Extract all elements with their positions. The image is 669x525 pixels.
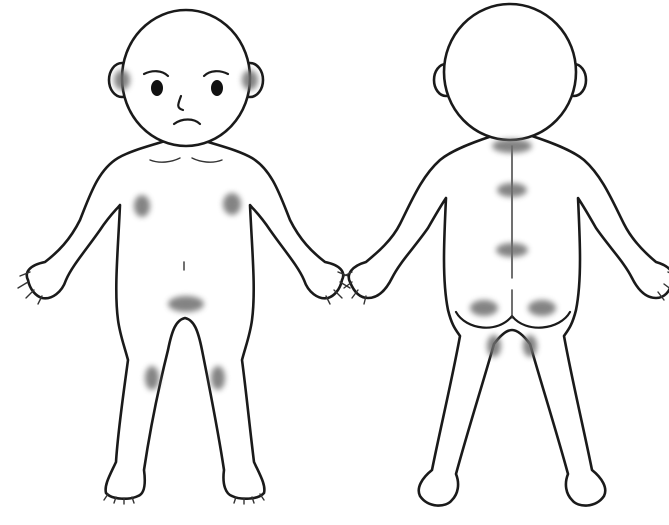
back-spot-thigh-back-left: [487, 335, 501, 357]
front-head: [122, 10, 250, 146]
back-spot-neck-back: [492, 139, 532, 153]
front-body-outline: [27, 140, 343, 499]
front-spot-cheek-right: [242, 70, 258, 90]
back-spot-upper-back: [497, 183, 527, 197]
back-spot-buttock-right: [528, 300, 556, 316]
front-spot-armpit-right: [223, 193, 241, 215]
front-view-figure: [18, 10, 350, 504]
front-left-eye: [151, 80, 163, 96]
back-spot-buttock-left: [470, 300, 498, 316]
back-head: [444, 4, 576, 140]
front-spot-knee-back-right: [211, 366, 225, 390]
front-spot-cheek-left: [114, 70, 130, 90]
front-right-eye: [211, 80, 223, 96]
front-spot-groin: [168, 296, 204, 312]
back-view-figure: [344, 4, 669, 506]
back-spot-thigh-back-right: [523, 335, 537, 357]
back-spot-lower-back: [496, 243, 528, 257]
front-spot-knee-back-left: [145, 366, 159, 390]
front-spot-armpit-left: [134, 195, 150, 217]
